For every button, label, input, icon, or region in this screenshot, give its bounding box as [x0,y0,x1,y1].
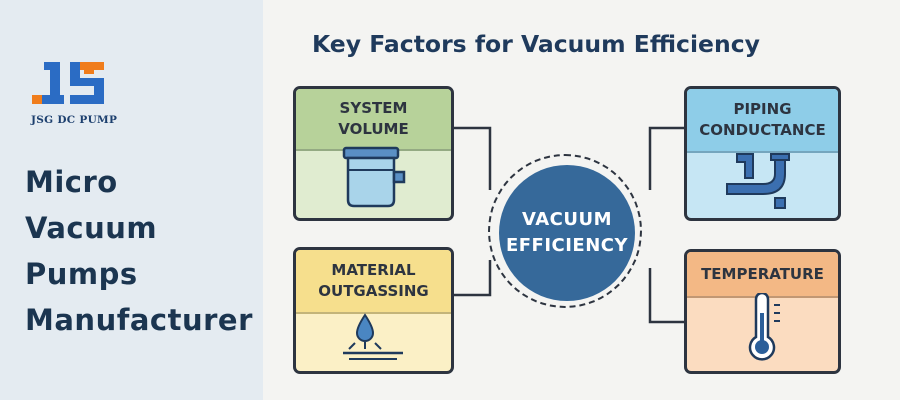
diagram-title: Key Factors for Vacuum Efficiency [312,30,760,58]
factor-card-piping-conductance: PIPING CONDUCTANCE [684,86,841,221]
tagline-line: Manufacturer [25,303,253,337]
factor-card-system-volume: SYSTEM VOLUME [293,86,454,221]
tagline-line: Pumps [25,257,138,291]
factor-label: TEMPERATURE [701,264,824,283]
tagline: Micro Vacuum Pumps Manufacturer [25,159,253,343]
center-label: VACUUM EFFICIENCY [505,209,629,256]
center-node: VACUUM EFFICIENCY [499,165,635,301]
factor-card-material-outgassing: MATERIAL OUTGASSING [293,247,454,374]
chamber-icon [342,146,405,208]
hub-ring [488,154,642,308]
thermometer-icon [748,293,780,361]
droplet-surface-icon [342,313,403,360]
factor-label: SYSTEM VOLUME [338,99,409,138]
logo-text: JSG DC PUMP [31,114,118,126]
factor-card-temperature: TEMPERATURE [684,249,841,374]
sidebar: JSG DC PUMP Micro Vacuum Pumps Manufactu… [0,0,263,400]
factor-label: PIPING CONDUCTANCE [699,100,826,139]
factor-label: MATERIAL OUTGASSING [318,261,429,300]
jsg-logo-icon [32,62,104,104]
pipe-icon [725,153,790,209]
tagline-line: Micro [25,165,118,199]
tagline-line: Vacuum [25,211,158,245]
